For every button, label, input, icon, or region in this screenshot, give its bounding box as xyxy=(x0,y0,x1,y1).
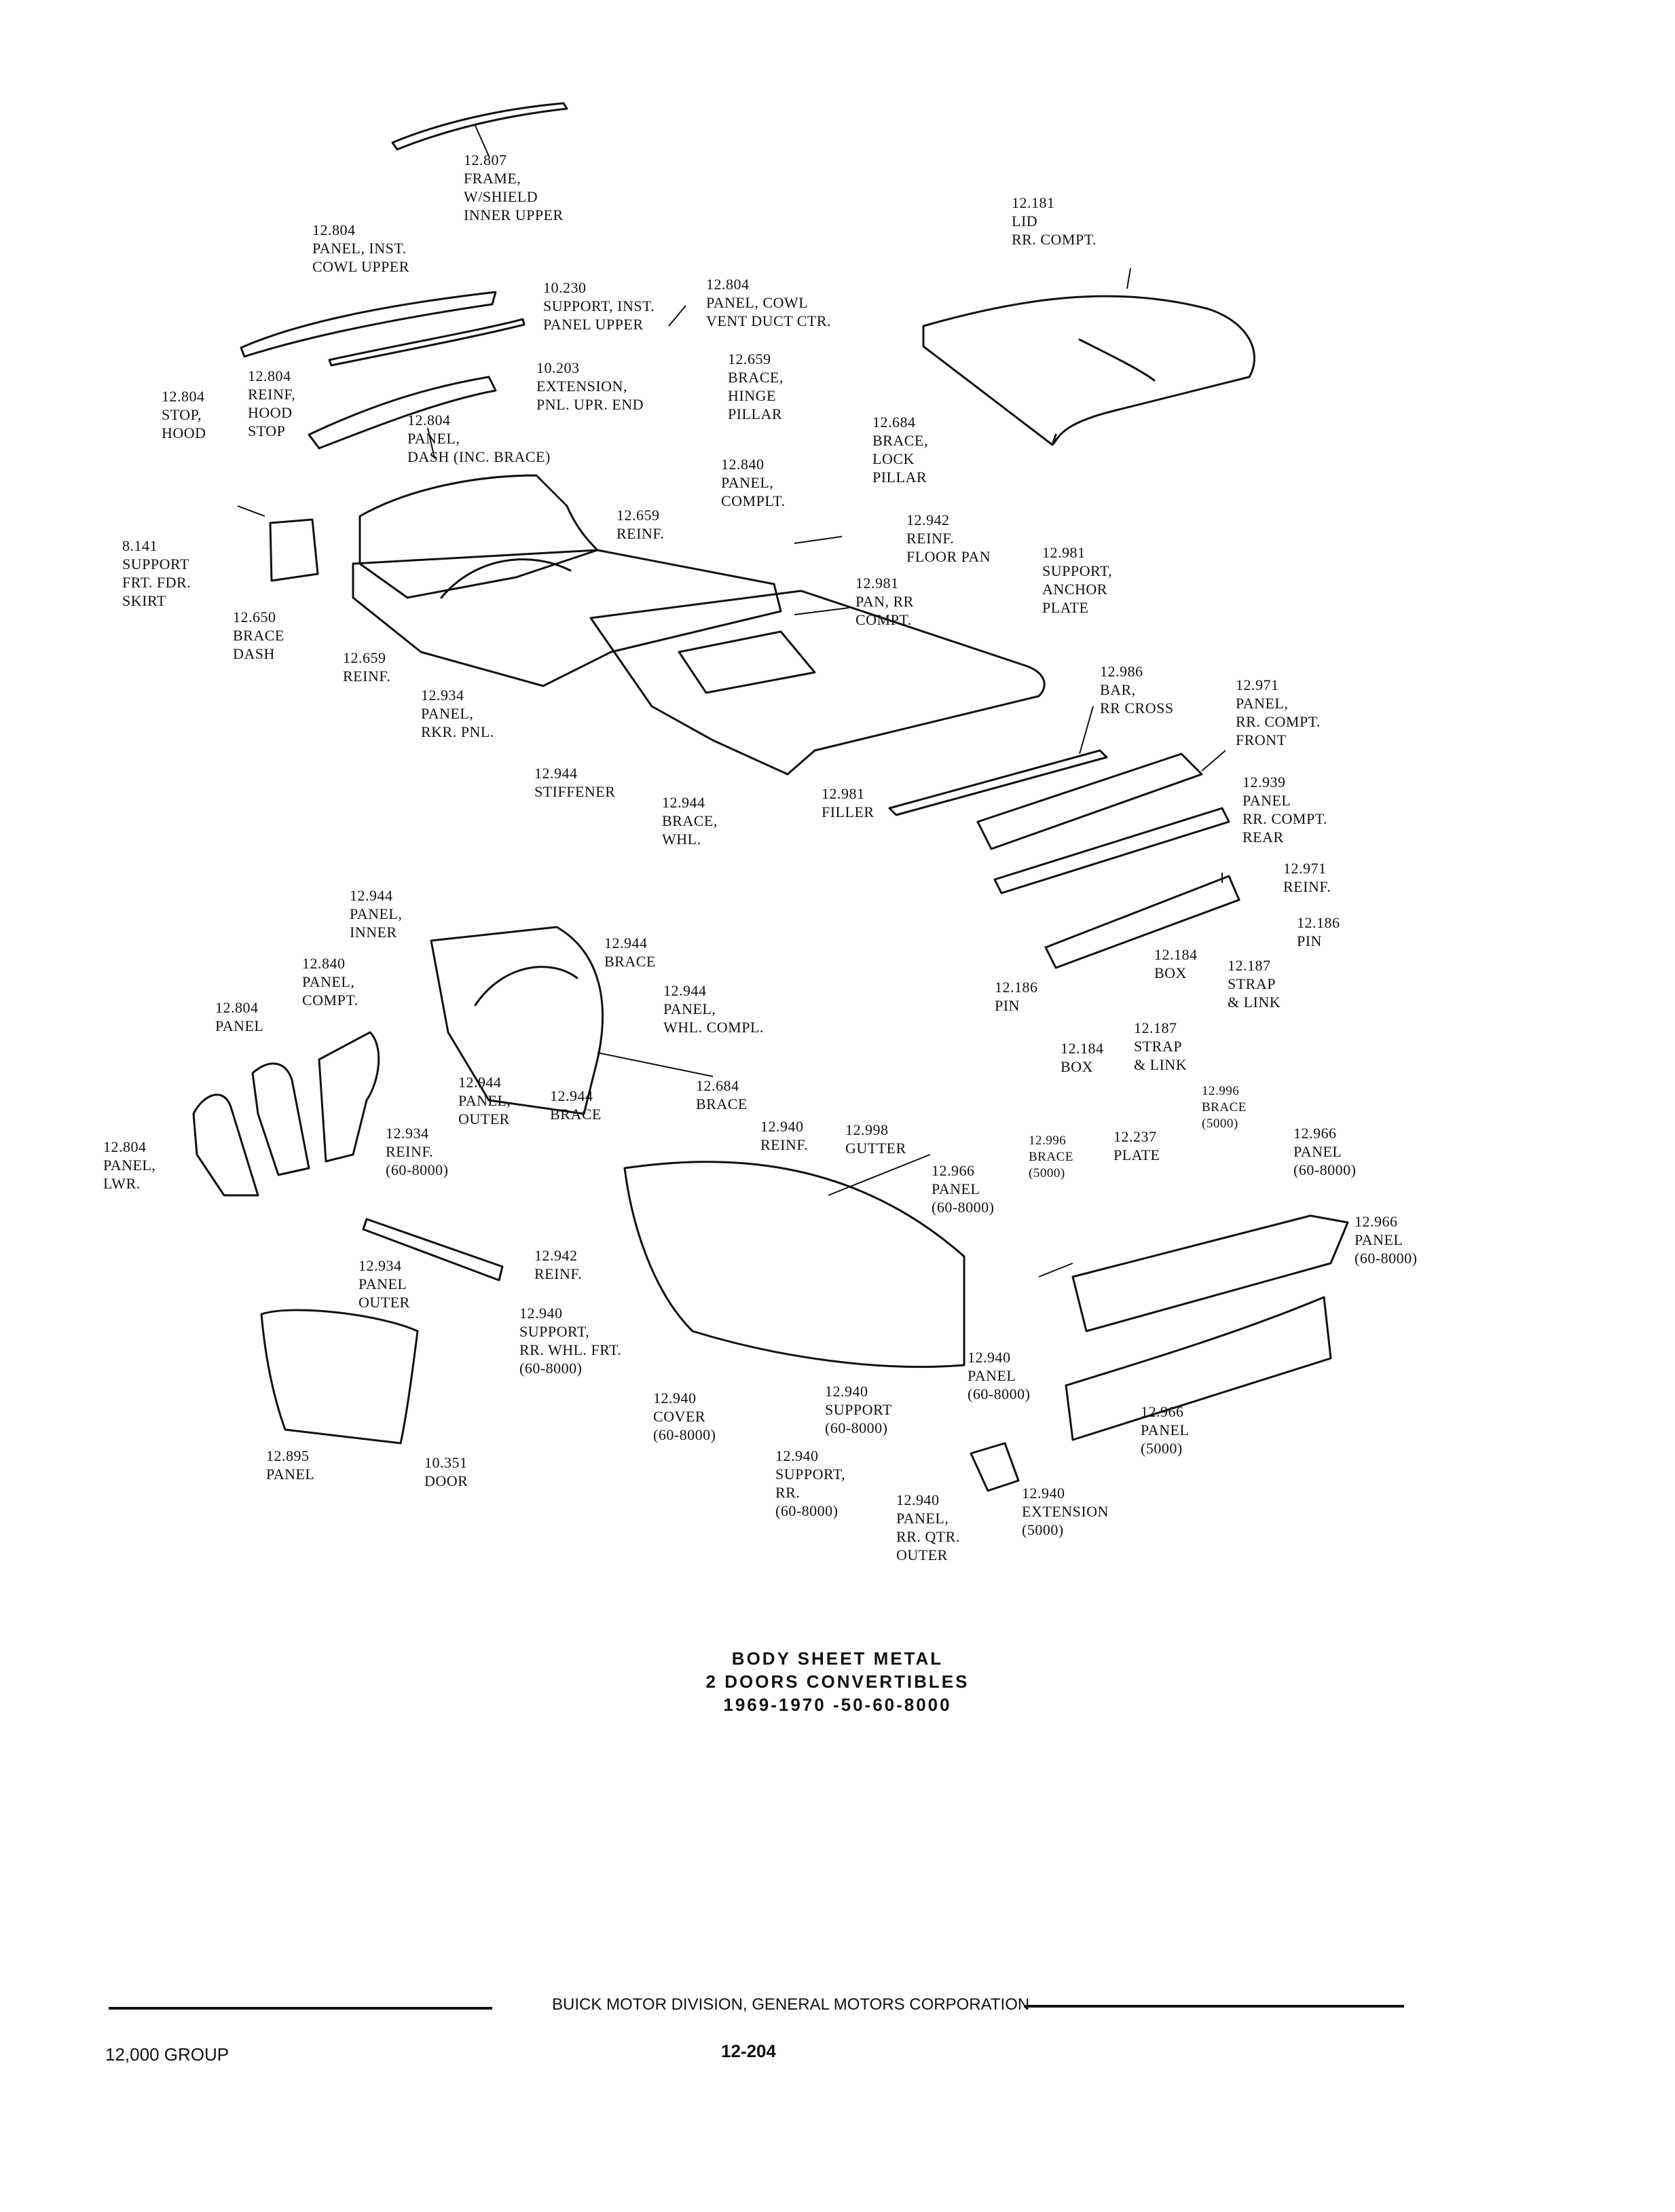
label-panel-rr-compt-front: 12.971 PANEL, RR. COMPT. FRONT xyxy=(1236,676,1321,748)
part-panel-12804 xyxy=(251,1062,310,1176)
part-rear-end-panel-upper xyxy=(1071,1214,1349,1332)
label-panel-12966-b: 12.966 PANEL (60-8000) xyxy=(1293,1125,1357,1178)
label-reinf-12942: 12.942 REINF. xyxy=(534,1247,583,1282)
part-rear-lid xyxy=(922,295,1255,446)
label-stiffener: 12.944 STIFFENER xyxy=(534,765,616,800)
label-stop-hood: 12.804 STOP, HOOD xyxy=(162,388,206,441)
part-cowl-upper-panel xyxy=(240,291,497,358)
label-reinf-12659-lower: 12.659 REINF. xyxy=(343,649,391,685)
label-panel-12895: 12.895 PANEL xyxy=(266,1447,315,1483)
label-panel-12966-c: 12.966 PANEL (60-8000) xyxy=(1355,1213,1418,1267)
label-support-anchor-plate: 12.981 SUPPORT, ANCHOR PLATE xyxy=(1042,544,1113,616)
label-brace-12944: 12.944 BRACE xyxy=(604,935,656,970)
part-dash-brace xyxy=(269,518,319,582)
label-brace-12684: 12.684 BRACE xyxy=(696,1077,748,1112)
label-frame-windshield-inner-upper: 12.807 FRAME, W/SHIELD INNER UPPER xyxy=(464,151,564,223)
label-brace-hinge-pillar: 12.659 BRACE, HINGE PILLAR xyxy=(728,350,784,422)
part-rear-qtr-outer xyxy=(623,1161,965,1368)
label-support-rr: 12.940 SUPPORT, RR. (60-8000) xyxy=(775,1447,846,1519)
label-panel-12804: 12.804 PANEL xyxy=(215,999,264,1034)
label-panel-outer-12934: 12.934 PANEL OUTER xyxy=(358,1257,410,1311)
label-panel-12966-5000: 12.966 PANEL (5000) xyxy=(1141,1403,1190,1457)
label-plate-12237: 12.237 PLATE xyxy=(1113,1128,1160,1163)
part-cowl-vent-panel xyxy=(308,376,497,450)
label-brace-12944-lower: 12.944 BRACE xyxy=(550,1087,602,1123)
footer-rule-right xyxy=(1024,2005,1404,2008)
part-rear-floor-pan xyxy=(589,590,1046,776)
label-pin-right: 12.186 PIN xyxy=(1297,914,1340,949)
label-reinf-12971: 12.971 REINF. xyxy=(1283,860,1331,895)
caption-line-1: BODY SHEET METAL xyxy=(731,1648,944,1669)
part-wheelhouse-inner xyxy=(430,926,604,1115)
label-panel-cowl-vent-duct: 12.804 PANEL, COWL VENT DUCT CTR. xyxy=(706,276,832,329)
label-brace-lock-pillar: 12.684 BRACE, LOCK PILLAR xyxy=(872,414,928,486)
label-brace-whl: 12.944 BRACE, WHL. xyxy=(662,794,718,848)
footer-rule-left xyxy=(109,2007,492,2010)
label-brace-12996-upper: 12.996 BRACE (5000) xyxy=(1202,1084,1247,1131)
label-panel-inst-cowl-upper: 12.804 PANEL, INST. COWL UPPER xyxy=(312,221,409,275)
part-rocker-reinf xyxy=(362,1218,504,1282)
part-rear-cross-bar xyxy=(888,749,1108,816)
label-panel-rr-compt-rear: 12.939 PANEL RR. COMPT. REAR xyxy=(1243,774,1328,846)
label-panel-compt-lower: 12.840 PANEL, COMPT. xyxy=(302,955,358,1009)
label-panel-dash: 12.804 PANEL, DASH (INC. BRACE) xyxy=(407,412,551,465)
label-strap-link-right: 12.187 STRAP & LINK xyxy=(1228,957,1281,1011)
label-panel-12940: 12.940 PANEL (60-8000) xyxy=(968,1349,1031,1402)
part-panel-compt-12840 xyxy=(318,1031,380,1163)
label-support-12940: 12.940 SUPPORT (60-8000) xyxy=(825,1383,892,1436)
label-brace-dash: 12.650 BRACE DASH xyxy=(233,609,284,662)
part-rear-compt-reinf xyxy=(1044,875,1240,969)
label-panel-complt-upper: 12.840 PANEL, COMPLT. xyxy=(721,456,786,509)
label-brace-12996-lower: 12.996 BRACE (5000) xyxy=(1029,1134,1073,1180)
label-reinf-hood-stop: 12.804 REINF, HOOD STOP xyxy=(248,367,296,439)
label-filler: 12.981 FILLER xyxy=(822,785,875,820)
label-pan-rr-compt: 12.981 PAN, RR COMPT. xyxy=(855,575,914,628)
part-front-floor xyxy=(352,549,782,687)
label-reinf-12659-upper: 12.659 REINF. xyxy=(616,507,665,542)
part-qtr-extension xyxy=(970,1442,1020,1492)
label-reinf-floor-pan: 12.942 REINF. FLOOR PAN xyxy=(906,511,991,565)
diagram-caption: BODY SHEET METAL 2 DOORS CONVERTIBLES 19… xyxy=(0,1647,1675,1716)
part-door xyxy=(260,1309,419,1445)
label-door-10351: 10.351 DOOR xyxy=(424,1454,468,1489)
footer-group: 12,000 GROUP xyxy=(105,2044,229,2065)
label-support-rr-whl-frt: 12.940 SUPPORT, RR. WHL. FRT. (60-8000) xyxy=(519,1305,622,1377)
label-cover-12940: 12.940 COVER (60-8000) xyxy=(653,1390,716,1443)
label-box-right: 12.184 BOX xyxy=(1154,946,1198,981)
part-panel-lower xyxy=(192,1093,259,1197)
label-reinf-12940: 12.940 REINF. xyxy=(760,1118,809,1153)
label-panel-rr-qtr-outer: 12.940 PANEL, RR. QTR. OUTER xyxy=(896,1491,960,1563)
part-rear-compt-front-panel xyxy=(976,753,1203,850)
label-support-frt-fdr-skirt: 8.141 SUPPORT FRT. FDR. SKIRT xyxy=(122,537,191,609)
label-extension-5000: 12.940 EXTENSION (5000) xyxy=(1022,1485,1109,1538)
label-panel-lwr: 12.804 PANEL, LWR. xyxy=(103,1138,156,1192)
label-gutter: 12.998 GUTTER xyxy=(845,1121,906,1157)
footer-division: BUICK MOTOR DIVISION, GENERAL MOTORS COR… xyxy=(552,1995,1030,2014)
label-panel-whl-compl: 12.944 PANEL, WHL. COMPL. xyxy=(663,982,764,1036)
label-pin-left: 12.186 PIN xyxy=(995,979,1038,1014)
label-panel-rkr-pnl: 12.934 PANEL, RKR. PNL. xyxy=(421,687,494,740)
label-lid-rr-compt: 12.181 LID RR. COMPT. xyxy=(1012,194,1097,248)
part-rear-compt-rear-panel xyxy=(993,807,1230,894)
label-box-left: 12.184 BOX xyxy=(1061,1040,1104,1075)
part-rear-end-panel-lower xyxy=(1065,1296,1332,1441)
label-extension-pnl-upr-end: 10.203 EXTENSION, PNL. UPR. END xyxy=(536,359,644,413)
label-support-inst-panel-upper: 10.230 SUPPORT, INST. PANEL UPPER xyxy=(543,279,655,333)
label-panel-inner: 12.944 PANEL, INNER xyxy=(350,887,403,941)
part-support-inst-panel xyxy=(328,318,526,367)
caption-line-2: 2 DOORS CONVERTIBLES xyxy=(705,1671,970,1692)
footer-page-number: 12-204 xyxy=(721,2041,776,2061)
label-bar-rr-cross: 12.986 BAR, RR CROSS xyxy=(1100,663,1174,717)
label-panel-12966-a: 12.966 PANEL (60-8000) xyxy=(932,1162,995,1216)
part-windshield-frame xyxy=(391,102,568,151)
part-dash-panel xyxy=(358,474,599,599)
label-strap-link-left: 12.187 STRAP & LINK xyxy=(1134,1019,1188,1073)
label-reinf-12934: 12.934 REINF. (60-8000) xyxy=(386,1125,449,1178)
label-panel-outer-12944: 12.944 PANEL, OUTER xyxy=(458,1074,511,1127)
caption-line-3: 1969-1970 -50-60-8000 xyxy=(723,1694,952,1715)
